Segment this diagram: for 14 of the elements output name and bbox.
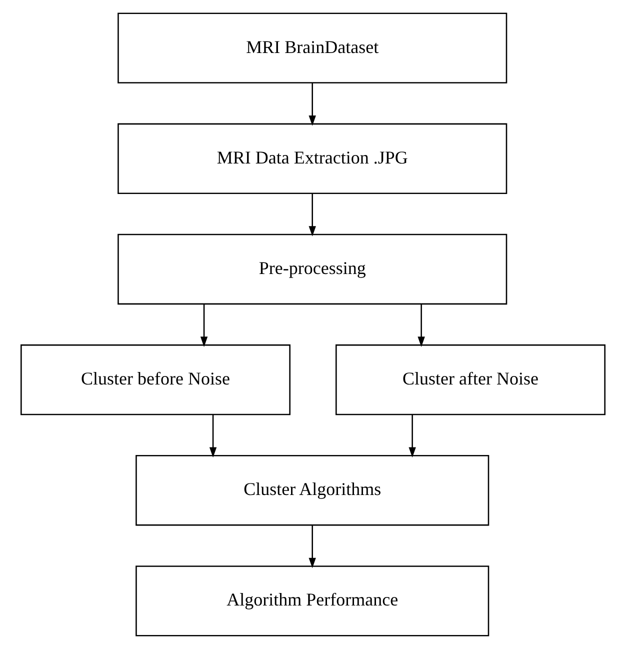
arrow — [308, 83, 316, 126]
arrow — [418, 304, 425, 347]
arrow — [209, 414, 217, 458]
arrow — [408, 414, 416, 458]
node-box: Cluster after Noise — [336, 344, 606, 416]
node-box: Cluster Algorithms — [136, 455, 490, 526]
node-box: Cluster before Noise — [20, 344, 290, 416]
node-box: Algorithm Performance — [136, 566, 490, 636]
arrow — [308, 194, 316, 236]
node-box: MRI BrainDataset — [118, 12, 508, 84]
node-box: MRI Data Extraction .JPG — [118, 123, 508, 194]
arrow — [308, 525, 316, 568]
arrow — [200, 304, 208, 347]
node-box: Pre-processing — [118, 234, 508, 305]
